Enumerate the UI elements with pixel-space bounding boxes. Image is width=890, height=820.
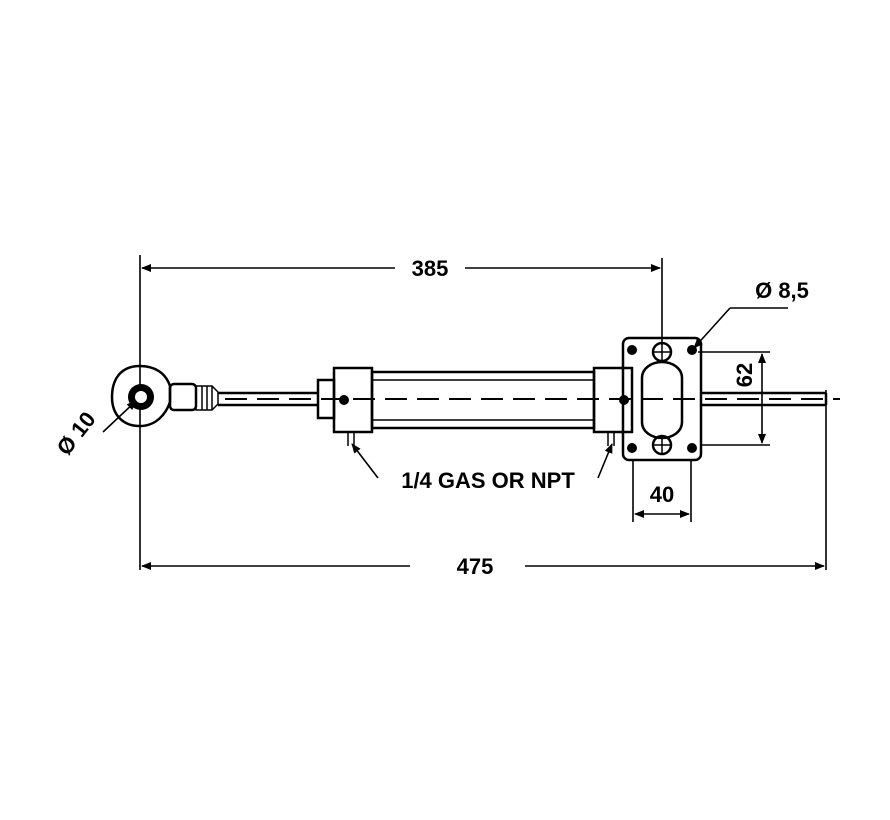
dimension-475-label: 475 <box>457 554 494 579</box>
rod-eye <box>110 364 219 428</box>
dimension-40: 40 <box>632 460 692 522</box>
dimension-62: 62 <box>698 351 770 446</box>
dimension-62-label: 62 <box>732 363 757 387</box>
cylinder-body <box>316 366 634 446</box>
diameter-8-5-label: Ø 8,5 <box>755 278 809 303</box>
dimension-40-label: 40 <box>650 482 674 507</box>
diameter-10-callout: Ø 10 <box>52 400 137 460</box>
diameter-10-label: Ø 10 <box>52 407 101 460</box>
port-callout: 1/4 GAS OR NPT <box>351 443 613 493</box>
dimension-475: 475 <box>141 554 825 579</box>
port-label: 1/4 GAS OR NPT <box>401 468 575 493</box>
dimension-385: 385 <box>141 256 661 281</box>
dimension-385-label: 385 <box>412 256 449 281</box>
piston-rod-left <box>218 391 318 407</box>
diameter-8-5-callout: Ø 8,5 <box>693 278 809 349</box>
